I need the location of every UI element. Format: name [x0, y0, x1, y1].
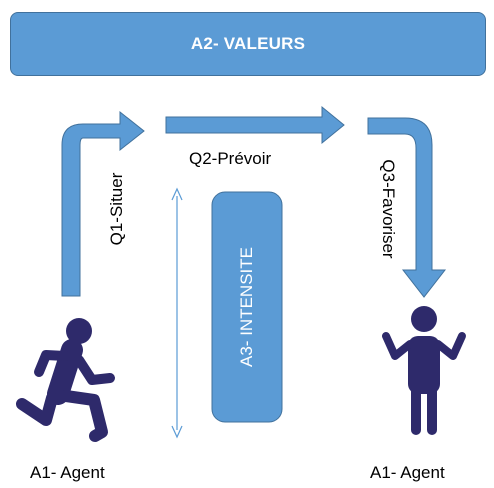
intensity-axis	[171, 187, 183, 439]
q3-arrow	[367, 117, 447, 298]
q3-label: Q3-Favoriser	[379, 159, 398, 259]
running-person-icon	[16, 318, 115, 442]
q2-arrow	[165, 105, 345, 145]
q1-label: Q1-Situer	[107, 172, 126, 246]
intensity-bar	[211, 191, 283, 423]
intensity-label: A3- INTENSITE	[237, 247, 256, 367]
q2-label: Q2-Prévoir	[189, 149, 272, 168]
valeurs-banner: A2- VALEURS	[10, 12, 486, 76]
q1-arrow	[61, 110, 145, 297]
agent-left-label: A1- Agent	[30, 463, 105, 482]
agent-right-label: A1- Agent	[370, 463, 445, 482]
shrugging-person-icon	[382, 306, 466, 435]
valeurs-banner-label: A2- VALEURS	[190, 34, 306, 53]
